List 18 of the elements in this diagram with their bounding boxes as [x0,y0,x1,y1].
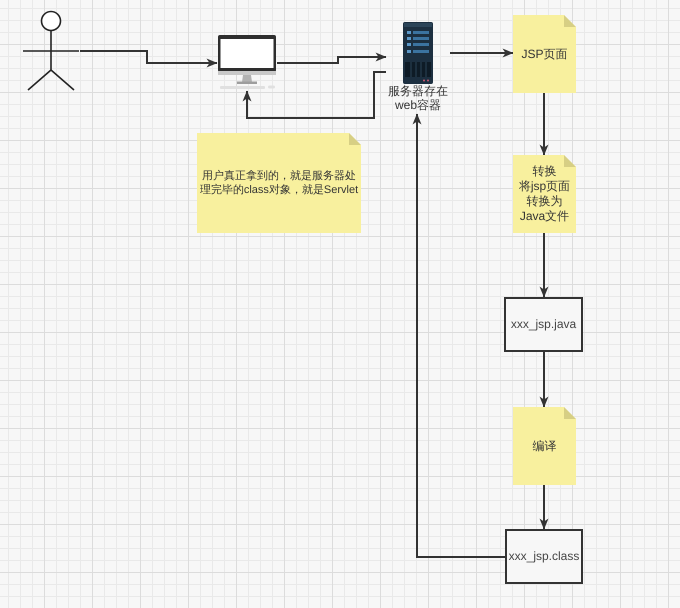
arrow [450,48,514,58]
person-icon [22,10,80,92]
process-box: xxx_jsp.java [504,297,583,352]
sticky-note: 转换 将jsp页面转换为Java文件 [513,155,576,233]
sticky-note: JSP页面 [513,15,576,93]
icon-caption: 服务器存在web容器 [387,84,449,112]
monitor-icon [217,35,277,91]
arrow [277,52,386,64]
process-box: xxx_jsp.class [505,529,583,584]
arrow [80,50,218,68]
sticky-note: 编译 [513,407,576,485]
arrow [412,114,505,558]
arrow [540,233,548,298]
sticky-note: 用户真正拿到的，就是服务器处理完毕的class对象，就是Servlet [197,133,361,233]
arrow [540,352,548,408]
arrow [540,485,548,530]
arrow [242,71,386,119]
arrow [540,93,548,156]
